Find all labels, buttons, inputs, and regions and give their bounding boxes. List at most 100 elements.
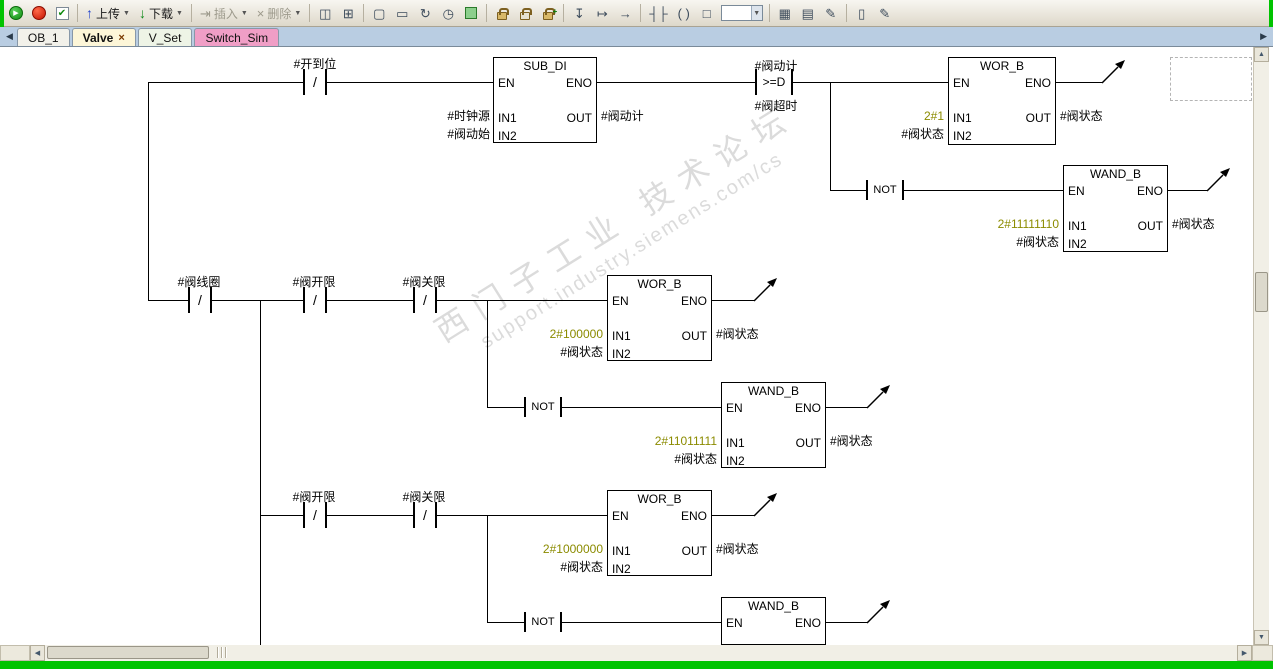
operand-in1-constant[interactable]: 2#100000 — [549, 327, 603, 341]
splitter-grip[interactable] — [217, 647, 227, 658]
not-element[interactable]: NOT — [524, 397, 562, 417]
know-how-protect-button[interactable] — [491, 2, 513, 25]
operand-in1-constant[interactable]: 2#1 — [923, 109, 944, 123]
update-monitor-button[interactable]: ↻ — [414, 2, 436, 25]
operand-in1-constant[interactable]: 2#11111110 — [997, 217, 1059, 231]
not-element[interactable]: NOT — [866, 180, 904, 200]
write-protect-button[interactable] — [514, 2, 536, 25]
horizontal-scrollbar-thumb[interactable] — [47, 646, 209, 659]
fbd-block-wor-b[interactable]: WOR_B EN ENO IN1 OUT IN2 — [607, 275, 712, 361]
delete-dropdown-icon[interactable]: ▼ — [294, 9, 302, 17]
insert-box-button[interactable]: □ — [696, 2, 718, 25]
operand-in2[interactable]: #阀动始 — [447, 127, 490, 141]
contact-label[interactable]: #阀关限 — [402, 490, 446, 504]
symbol-combobox[interactable]: ▼ — [720, 5, 763, 21]
overview-button[interactable]: ▢ — [368, 2, 390, 25]
monitor-time-button[interactable]: ◷ — [437, 2, 459, 25]
network-table-button[interactable]: ▦ — [774, 2, 796, 25]
scroll-up-button[interactable]: ▲ — [1254, 47, 1269, 62]
tab-ob1[interactable]: OB_1 — [16, 28, 70, 46]
edit-symbols-button[interactable]: ✎ — [820, 2, 842, 25]
nc-contact[interactable]: / — [303, 69, 327, 95]
compare-element[interactable]: >=D — [755, 69, 793, 95]
operand-out[interactable]: #阀状态 — [716, 327, 759, 341]
operand-out[interactable]: #阀状态 — [830, 434, 873, 448]
open-branch-arrow[interactable] — [1207, 164, 1233, 192]
nc-contact[interactable]: / — [413, 502, 437, 528]
operand-in2[interactable]: #阀状态 — [1016, 235, 1059, 249]
open-branch-arrow[interactable] — [867, 596, 893, 624]
tab-scroll-right-icon[interactable]: ▶ — [1260, 31, 1267, 41]
contact-label[interactable]: #阀线圈 — [177, 275, 221, 289]
contact-label[interactable]: #阀开限 — [292, 490, 336, 504]
operand-in1[interactable]: #时钟源 — [447, 109, 490, 123]
horizontal-scrollbar-track[interactable] — [45, 645, 1237, 661]
nc-contact[interactable]: / — [188, 287, 212, 313]
insert-contact-button[interactable]: ┤├ — [645, 2, 671, 25]
download-button[interactable]: ↓ 下载 ▼ — [135, 2, 187, 25]
stop-button[interactable] — [28, 2, 50, 25]
operand-in2[interactable]: #阀状态 — [560, 345, 603, 359]
tile-windows-button[interactable]: ◫ — [314, 2, 336, 25]
scroll-left-button[interactable]: ◀ — [30, 645, 45, 661]
nc-contact[interactable]: / — [413, 287, 437, 313]
block-edit-button[interactable]: ✎ — [874, 2, 896, 25]
verify-button[interactable]: ✔ — [51, 2, 73, 25]
operand-in2[interactable]: #阀状态 — [560, 560, 603, 574]
delete-button[interactable]: × 删除 ▼ — [253, 2, 306, 25]
compare-in1-label[interactable]: #阀动计 — [754, 59, 798, 73]
detail-view-button[interactable]: ▭ — [391, 2, 413, 25]
empty-box-placeholder[interactable] — [1170, 57, 1252, 101]
insert-button[interactable]: ⇥ 插入 ▼ — [196, 2, 252, 25]
close-tab-icon[interactable]: × — [118, 31, 125, 44]
tab-scroll-left-icon[interactable]: ◀ — [6, 31, 13, 41]
insert-dropdown-icon[interactable]: ▼ — [240, 9, 248, 17]
symbol-table-button[interactable]: ▤ — [797, 2, 819, 25]
vertical-scrollbar[interactable]: ▲ ▼ — [1253, 47, 1269, 645]
cascade-windows-button[interactable]: ⊞ — [337, 2, 359, 25]
open-branch-button[interactable]: ↧ — [568, 2, 590, 25]
operand-out[interactable]: #阀状态 — [1172, 217, 1215, 231]
insert-coil-button[interactable]: ( ) — [673, 2, 695, 25]
close-branch-button[interactable]: ↦ — [591, 2, 613, 25]
scroll-down-button[interactable]: ▼ — [1254, 630, 1269, 645]
fbd-block-wor-b[interactable]: WOR_B EN ENO IN1 OUT IN2 — [607, 490, 712, 576]
combobox-dropdown-icon[interactable]: ▼ — [750, 6, 762, 20]
data-block-button[interactable] — [460, 2, 482, 25]
open-branch-arrow[interactable] — [867, 381, 893, 409]
compare-in2-label[interactable]: #阀超时 — [754, 99, 798, 113]
lad-canvas[interactable]: 西门子工业 技术论坛 support.industry.siemens.com/… — [0, 47, 1273, 645]
operand-out[interactable]: #阀状态 — [716, 542, 759, 556]
operand-out[interactable]: #阀动计 — [601, 109, 644, 123]
tab-switch-sim[interactable]: Switch_Sim — [194, 28, 280, 46]
contact-label[interactable]: #开到位 — [293, 57, 337, 71]
tab-vset[interactable]: V_Set — [137, 28, 193, 46]
nc-contact[interactable]: / — [303, 502, 327, 528]
operand-in1-constant[interactable]: 2#11011111 — [654, 434, 717, 448]
operand-in1-constant[interactable]: 2#1000000 — [542, 542, 603, 556]
vertical-scrollbar-track[interactable] — [1254, 62, 1269, 630]
jump-button[interactable]: → — [614, 2, 636, 25]
add-protection-button[interactable] — [537, 2, 559, 25]
open-branch-arrow[interactable] — [1102, 56, 1128, 84]
scroll-right-button[interactable]: ▶ — [1237, 645, 1252, 661]
open-branch-arrow[interactable] — [754, 489, 780, 517]
fbd-block-wor-b[interactable]: WOR_B EN ENO IN1 OUT IN2 — [948, 57, 1056, 145]
upload-dropdown-icon[interactable]: ▼ — [123, 9, 130, 17]
fbd-block-sub-di[interactable]: SUB_DI EN ENO IN1 OUT IN2 — [493, 57, 597, 143]
download-dropdown-icon[interactable]: ▼ — [175, 9, 183, 17]
not-element[interactable]: NOT — [524, 612, 562, 632]
fbd-block-wand-b[interactable]: WAND_B EN ENO IN1 OUT IN2 — [721, 382, 826, 468]
fbd-block-wand-b[interactable]: WAND_B EN ENO IN1 OUT IN2 — [1063, 165, 1168, 252]
upload-button[interactable]: ↑ 上传 ▼ — [82, 2, 134, 25]
operand-in2[interactable]: #阀状态 — [901, 127, 944, 141]
operand-in2[interactable]: #阀状态 — [674, 452, 717, 466]
block-properties-button[interactable]: ▯ — [851, 2, 873, 25]
operand-out[interactable]: #阀状态 — [1060, 109, 1103, 123]
contact-label[interactable]: #阀关限 — [402, 275, 446, 289]
contact-label[interactable]: #阀开限 — [292, 275, 336, 289]
tab-valve[interactable]: Valve × — [71, 28, 136, 46]
run-button[interactable]: ▶ — [5, 2, 27, 25]
nc-contact[interactable]: / — [303, 287, 327, 313]
open-branch-arrow[interactable] — [754, 274, 780, 302]
